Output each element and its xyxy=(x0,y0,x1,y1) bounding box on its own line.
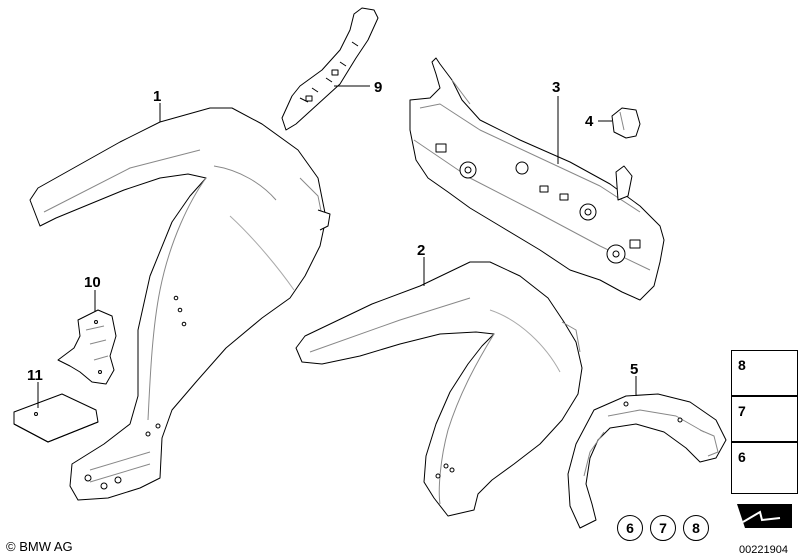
clip-part[interactable] xyxy=(611,107,641,139)
legend-number: 8 xyxy=(738,357,746,373)
kit-circle-7[interactable]: 7 xyxy=(650,515,676,541)
callout-5[interactable]: 5 xyxy=(630,361,639,378)
rear-panel-part[interactable] xyxy=(409,57,665,301)
legend-number: 6 xyxy=(738,449,746,465)
figure-id: 00221904 xyxy=(739,544,788,556)
callout-4[interactable]: 4 xyxy=(585,113,594,130)
legend-number: 7 xyxy=(738,403,746,419)
callout-2[interactable]: 2 xyxy=(417,242,426,259)
side-panel-left-part[interactable] xyxy=(29,107,331,501)
callout-11[interactable]: 11 xyxy=(27,367,43,384)
small-bracket-part[interactable] xyxy=(57,309,117,385)
pad-part[interactable] xyxy=(13,393,99,443)
callout-10[interactable]: 10 xyxy=(84,274,101,291)
wheel-arch-liner-part[interactable] xyxy=(567,393,727,529)
direction-arrow-icon xyxy=(737,504,792,528)
callout-3[interactable]: 3 xyxy=(552,79,561,96)
kit-circle-8[interactable]: 8 xyxy=(683,515,709,541)
kit-circle-6[interactable]: 6 xyxy=(617,515,643,541)
legend-item-6[interactable]: 6 xyxy=(731,442,798,494)
upper-bracket-part[interactable] xyxy=(281,7,379,131)
legend-arrow-box xyxy=(731,494,798,536)
legend-item-8[interactable]: 8 xyxy=(731,350,798,396)
legend-item-7[interactable]: 7 xyxy=(731,396,798,442)
side-panel-right-part[interactable] xyxy=(295,261,583,517)
copyright-text: © BMW AG xyxy=(6,539,73,554)
callout-1[interactable]: 1 xyxy=(153,88,162,105)
callout-9[interactable]: 9 xyxy=(374,79,383,96)
